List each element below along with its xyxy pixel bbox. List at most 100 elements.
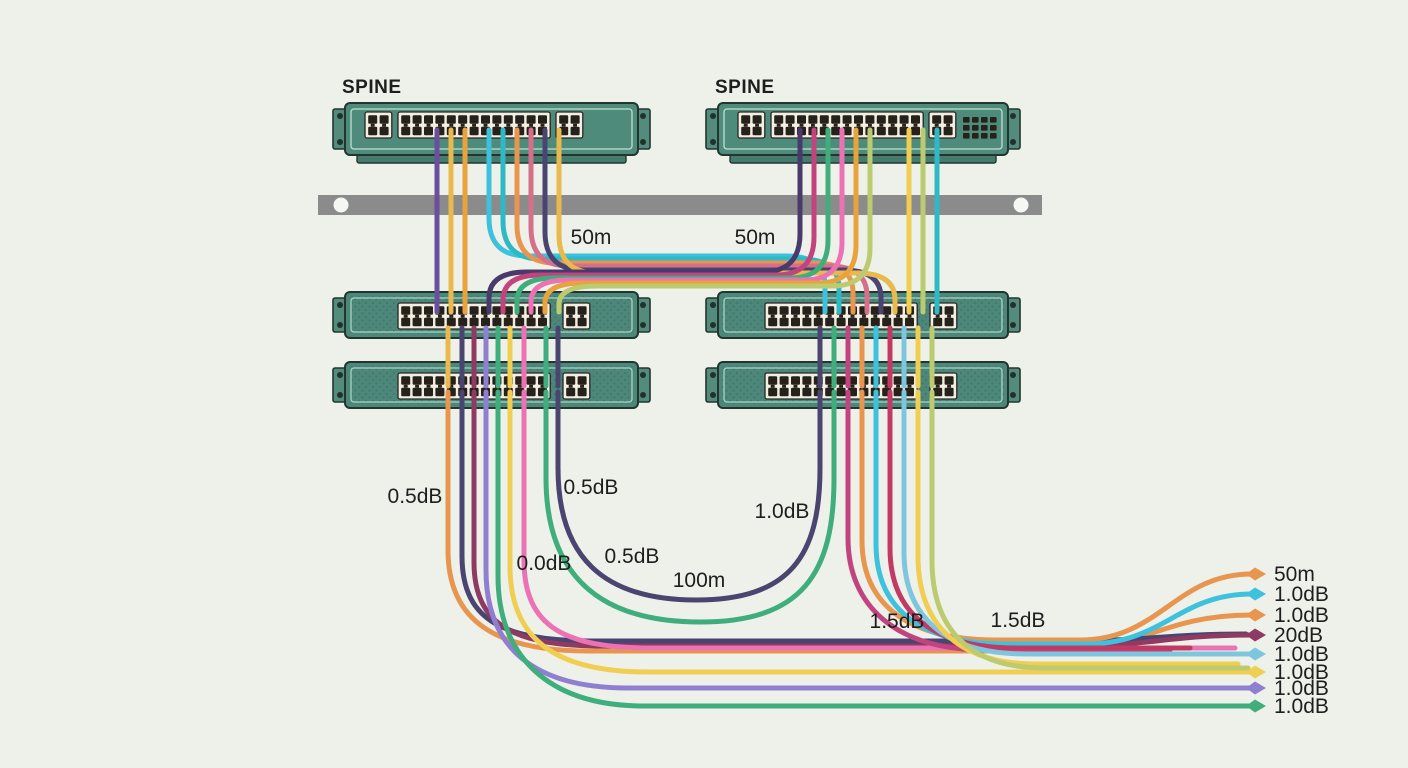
arrow-icon — [1246, 608, 1266, 622]
screw — [1010, 322, 1016, 328]
ethernet-port — [888, 115, 898, 124]
mini-port — [990, 117, 997, 123]
mini-port — [990, 133, 997, 139]
ethernet-port — [492, 115, 502, 124]
port-clip — [862, 315, 866, 318]
port-clip — [816, 315, 821, 318]
ethernet-port — [943, 115, 953, 124]
port-clip — [902, 124, 906, 127]
port-clip — [934, 124, 939, 127]
ethernet-port — [503, 126, 513, 136]
port-clip — [884, 385, 889, 388]
ethernet-port — [779, 317, 789, 327]
fiber-cable — [528, 127, 845, 315]
ethernet-port — [424, 387, 433, 397]
ethernet-port — [905, 317, 914, 327]
screw — [337, 392, 343, 398]
ethernet-port — [899, 115, 909, 124]
port-clip — [827, 385, 832, 388]
port-clip — [805, 385, 809, 388]
port-clip — [415, 315, 419, 318]
screw — [1010, 392, 1016, 398]
port-clip — [788, 124, 792, 127]
ethernet-port — [813, 317, 823, 327]
screw — [640, 392, 646, 398]
ethernet-port — [401, 126, 411, 136]
ethernet-port — [566, 317, 576, 327]
screw — [710, 139, 716, 145]
ethernet-port — [424, 317, 433, 327]
ethernet-port — [876, 115, 886, 124]
ethernet-port — [774, 115, 784, 124]
ethernet-port — [933, 387, 943, 397]
ethernet-port — [526, 376, 536, 385]
screw — [337, 372, 343, 378]
screw — [640, 322, 646, 328]
loss-label: 0.5dB — [605, 545, 660, 568]
ethernet-port — [774, 126, 784, 136]
screw — [710, 372, 716, 378]
rack-rail-hole — [1013, 197, 1029, 213]
port-clip — [495, 315, 499, 318]
ethernet-port — [424, 126, 433, 136]
mini-port — [963, 117, 970, 123]
ethernet-port — [492, 306, 502, 315]
ethernet-port — [768, 387, 778, 397]
screw — [640, 139, 646, 145]
fiber-cable — [915, 389, 1241, 667]
port-clip — [517, 124, 522, 127]
distance-label: 50m — [735, 226, 776, 249]
rack-rail-hole — [333, 197, 349, 213]
ethernet-port — [768, 376, 778, 385]
port-clip — [529, 315, 533, 318]
ethernet-port — [458, 115, 468, 124]
ethernet-port — [836, 387, 846, 397]
port-clip — [529, 385, 533, 388]
ethernet-port — [503, 306, 513, 315]
port-clip — [755, 124, 759, 127]
ethernet-port — [503, 115, 513, 124]
fiber-cable — [459, 389, 1249, 644]
port-clip — [415, 124, 419, 127]
ethernet-port — [577, 376, 587, 385]
fiber-cable — [929, 389, 1251, 671]
ethernet-port — [412, 387, 422, 397]
ethernet-port — [870, 306, 880, 315]
port-clip — [873, 315, 878, 318]
ethernet-port — [401, 306, 411, 315]
loss-label: 0.5dB — [388, 485, 443, 508]
port-clip — [438, 385, 442, 388]
port-clip — [472, 124, 476, 127]
arrow-icon — [1246, 587, 1266, 601]
legend-label: 1.0dB — [1274, 643, 1329, 666]
legend-label: 1.0dB — [1274, 604, 1329, 627]
ethernet-port — [515, 317, 525, 327]
ethernet-port — [515, 115, 525, 124]
port-clip — [833, 124, 838, 127]
ethernet-port — [944, 317, 954, 327]
distance-label: 100m — [673, 569, 726, 592]
ethernet-port — [842, 126, 852, 136]
ethernet-port — [797, 115, 806, 124]
loss-label: 1.5dB — [991, 609, 1046, 632]
port-clip — [449, 385, 454, 388]
port-clip — [529, 124, 533, 127]
ethernet-port — [836, 376, 846, 385]
ethernet-port — [831, 115, 841, 124]
port-clip — [811, 124, 815, 127]
port-clip — [935, 385, 940, 388]
ethernet-port — [785, 115, 795, 124]
ethernet-port — [469, 126, 479, 136]
port-clip — [438, 315, 442, 318]
loss-label: 1.5dB — [870, 610, 925, 633]
port-clip — [782, 315, 786, 318]
screw — [337, 302, 343, 308]
fiber-cable — [873, 389, 1255, 647]
ethernet-port — [893, 376, 903, 385]
ethernet-port — [808, 115, 818, 124]
port-clip — [907, 385, 912, 388]
ethernet-port — [435, 387, 445, 397]
ethernet-port — [802, 387, 812, 397]
ethernet-port — [944, 376, 954, 385]
ethernet-port — [503, 317, 513, 327]
